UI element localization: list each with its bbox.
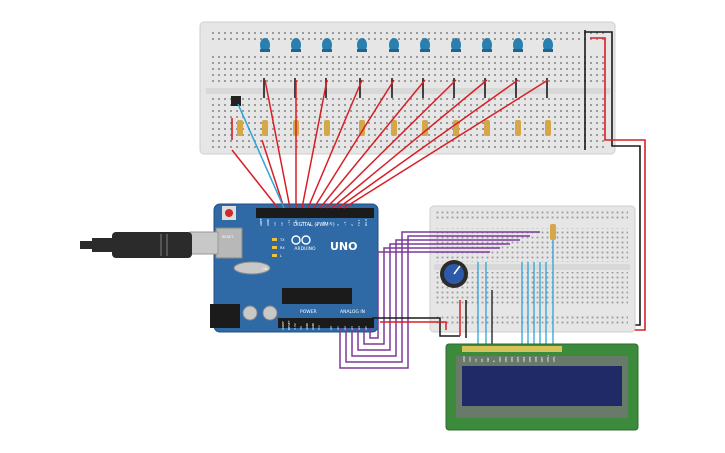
on-label: ON — [262, 267, 268, 271]
lcd-display-icon — [445, 343, 639, 431]
model-label: UNO — [330, 240, 358, 253]
lcd-pin-label: LED- — [552, 356, 556, 362]
power-pin-label: Vin — [317, 325, 321, 330]
led — [420, 38, 430, 52]
led — [291, 38, 301, 52]
lcd-pin-label: DB1 — [504, 356, 508, 362]
digital-pin-label: TX 1 — [357, 219, 361, 227]
lcd-pin-label: E — [492, 360, 496, 362]
lcd-pin-label: DB0 — [498, 356, 502, 362]
power-pin-label: 3.3V — [293, 322, 297, 330]
digital-pin-label: RX 0 — [364, 219, 368, 226]
top-breadboard — [199, 21, 616, 155]
lcd-pin-label: LED+ — [546, 355, 550, 362]
led — [513, 38, 523, 52]
power-pin-label: RESET — [287, 320, 291, 330]
digital-pin-label: ~3 — [343, 221, 347, 226]
lcd-pin-label: DB5 — [528, 356, 532, 362]
resistor-gnd-wires — [231, 139, 285, 209]
arduino-board: DIGITAL (PWM~) UNO ARDUINO POWER ANALOG … — [210, 203, 379, 333]
lcd-pin-label: RW — [486, 357, 490, 362]
digital-pin-label: ~5 — [329, 221, 333, 226]
lcd-pin-label: DB2 — [510, 356, 514, 362]
capacitor — [242, 305, 258, 321]
analog-pin-label: A3 — [350, 326, 354, 330]
digital-header — [256, 208, 374, 218]
analog-pin-label: A1 — [336, 326, 340, 330]
reset-label: RESET — [222, 235, 234, 239]
usb-port — [215, 227, 243, 259]
lcd-pin-label: VCC — [468, 356, 472, 362]
digital-pin-label: AREF — [259, 218, 263, 226]
digital-pin-label: 4 — [336, 224, 340, 226]
led — [482, 38, 492, 52]
digital-pin-label: 8 — [308, 224, 312, 226]
digital-pin-label: 7 — [315, 224, 319, 226]
power-pin-label: GND — [311, 322, 315, 330]
lcd-power-wires — [372, 300, 467, 338]
led — [389, 38, 399, 52]
brand-label: ARDUINO — [294, 246, 316, 252]
lcd-pin-label: V0 — [474, 358, 478, 362]
digital-pin-label: ~9 — [301, 221, 305, 226]
power-pin-label: IOREF — [281, 321, 285, 330]
led-signal-wires — [264, 79, 549, 209]
analog-label: ANALOG IN — [340, 309, 365, 315]
potentiometer-icon[interactable] — [440, 260, 468, 288]
analog-pin-label: A4 — [357, 326, 361, 330]
lcd-pin-label: GND — [462, 356, 466, 362]
lcd-pin-label: DB4 — [522, 356, 526, 362]
crystal-oscillator — [233, 261, 271, 275]
digital-pin-label: ~6 — [322, 221, 326, 226]
led — [357, 38, 367, 52]
digital-pin-label: ~10 — [294, 220, 298, 226]
lcd-pin-label: DB7 — [540, 356, 544, 362]
l-led-label: L — [280, 254, 282, 258]
usb-cable-icon — [80, 231, 219, 258]
capacitor — [262, 305, 278, 321]
lcd-data-wires — [339, 231, 540, 369]
power-analog-header — [278, 318, 374, 328]
power-jack — [210, 304, 240, 328]
atmega-chip — [282, 288, 352, 304]
digital-pin-label: 13 — [273, 222, 277, 226]
board-logo-icon — [291, 235, 311, 245]
status-leds: TX RX L — [272, 238, 285, 258]
led — [451, 38, 461, 52]
resistor-row — [237, 120, 551, 136]
sensor-chip — [231, 96, 241, 106]
digital-header-label: DIGITAL (PWM~) — [293, 222, 335, 228]
power-pin-label: 5V — [299, 325, 303, 330]
lcd-pin-label: DB3 — [516, 356, 520, 362]
bottom-breadboard — [429, 205, 636, 333]
reset-button-cap[interactable] — [225, 209, 233, 217]
rx-led-label: RX — [280, 246, 285, 250]
lcd-bus-wires — [477, 240, 554, 348]
digital-pin-label: 2 — [350, 224, 354, 226]
power-pin-label: GND — [305, 322, 309, 330]
analog-pin-label: A0 — [329, 326, 333, 330]
led — [543, 38, 553, 52]
analog-pin-label: A2 — [343, 326, 347, 330]
led-row — [260, 38, 553, 52]
analog-pin-label: A5 — [364, 326, 368, 330]
power-label: POWER — [300, 309, 317, 315]
lcd-pin-header — [462, 346, 562, 352]
led — [260, 38, 270, 52]
tx-led-label: TX — [279, 238, 285, 242]
led — [322, 38, 332, 52]
sensor-signal-wire — [237, 103, 285, 209]
backlight-resistor — [550, 224, 556, 240]
lcd-pin-label: DB6 — [534, 356, 538, 362]
digital-pin-label: ~11 — [287, 220, 291, 226]
digital-pin-label: 12 — [280, 222, 284, 226]
lcd-pin-label: RS — [480, 358, 484, 362]
digital-pin-label: GND — [266, 218, 270, 226]
